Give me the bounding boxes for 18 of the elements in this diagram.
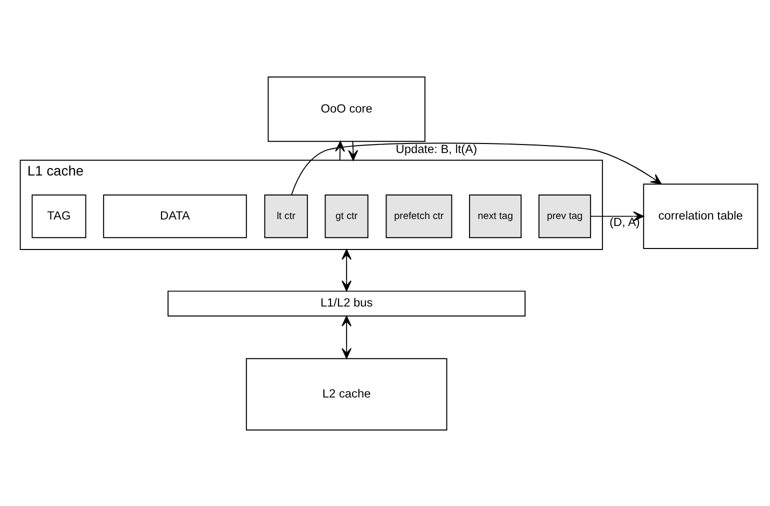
edge-label: (D, A) — [609, 214, 640, 228]
node-box: gt ctr — [324, 194, 368, 238]
arrow — [342, 315, 352, 358]
node-box: L2 cache — [246, 358, 448, 430]
node-box: prefetch ctr — [386, 194, 452, 238]
node-box: lt ctr — [264, 194, 308, 238]
arrow — [290, 142, 662, 195]
node-box: OoO core — [268, 76, 426, 142]
arrow — [342, 248, 352, 291]
arrow — [590, 210, 644, 221]
node-box: DATA — [103, 194, 247, 238]
edge-label: Update: B, lt(A) — [396, 141, 478, 156]
node-box: L1/L2 bus — [168, 290, 526, 316]
node-box: TAG — [32, 194, 86, 238]
arrow — [335, 140, 345, 160]
node-box: correlation table — [643, 183, 758, 249]
node-box: prev tag — [538, 194, 592, 238]
node-box: next tag — [469, 194, 522, 238]
